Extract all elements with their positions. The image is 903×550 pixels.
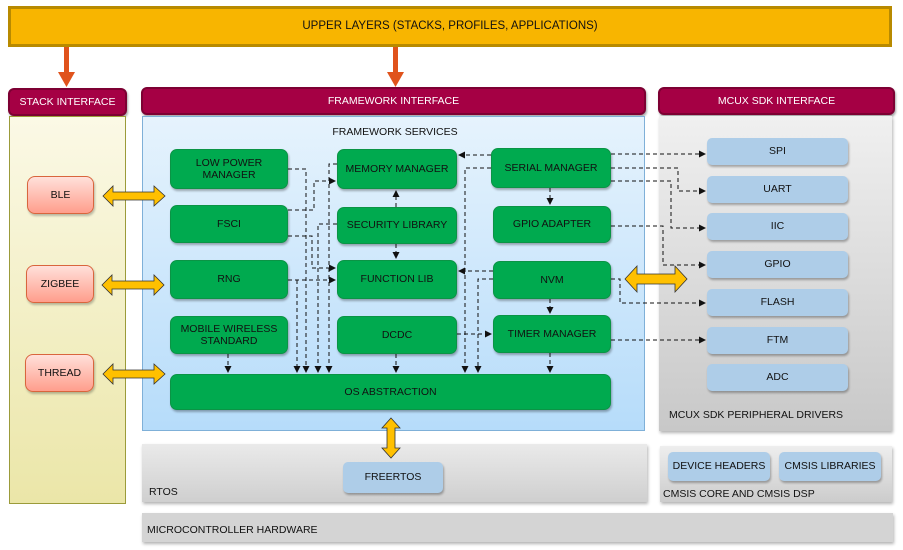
stack-item-thread: THREAD bbox=[25, 354, 94, 392]
driver-flash: FLASH bbox=[707, 289, 848, 316]
double-arrow-os-rtos bbox=[381, 417, 401, 459]
stack-item-zigbee: ZIGBEE bbox=[26, 265, 94, 303]
arrow-upper-to-stack bbox=[58, 47, 75, 87]
module-gpio-adapter: GPIO ADAPTER bbox=[493, 206, 611, 243]
link-nvm-os bbox=[474, 278, 493, 373]
link-serial-uart bbox=[611, 167, 706, 195]
mcux-sdk-interface-header: MCUX SDK INTERFACE bbox=[658, 87, 895, 115]
module-dcdc: DCDC bbox=[337, 316, 457, 354]
module-os-abstraction: OS ABSTRACTION bbox=[170, 374, 611, 410]
driver-iic: IIC bbox=[707, 213, 848, 240]
link-security-os bbox=[314, 223, 337, 373]
module-low-power-manager: LOW POWER MANAGER bbox=[170, 149, 288, 189]
mcux-sdk-drivers-title: MCUX SDK PERIPHERAL DRIVERS bbox=[669, 409, 844, 421]
upper-layers-block: UPPER LAYERS (STACKS, PROFILES, APPLICAT… bbox=[8, 6, 892, 47]
module-security-library: SECURITY LIBRARY bbox=[337, 207, 457, 244]
module-nvm: NVM bbox=[493, 261, 611, 299]
arrow-upper-to-framework bbox=[387, 47, 404, 87]
link-memory-os bbox=[325, 163, 337, 373]
double-arrow-ble bbox=[102, 185, 166, 207]
double-arrow-nvm-drivers bbox=[624, 264, 688, 294]
stack-item-ble: BLE bbox=[27, 176, 94, 214]
framework-services-title: FRAMEWORK SERVICES bbox=[332, 125, 458, 138]
framework-interface-header: FRAMEWORK INTERFACE bbox=[141, 87, 646, 115]
link-low-power-os bbox=[288, 168, 310, 373]
cmsis-libraries: CMSIS LIBRARIES bbox=[779, 452, 881, 481]
stack-interface-header: STACK INTERFACE bbox=[8, 88, 127, 116]
link-fsci-function bbox=[288, 235, 336, 272]
link-nvm-flash bbox=[611, 278, 706, 307]
driver-gpio: GPIO bbox=[707, 251, 848, 278]
module-fsci: FSCI bbox=[170, 205, 288, 243]
hardware-label: MICROCONTROLLER HARDWARE bbox=[147, 524, 318, 536]
link-fsci-memory bbox=[288, 177, 336, 211]
module-mobile-wireless-standard: MOBILE WIRELESS STANDARD bbox=[170, 316, 288, 354]
microcontroller-hardware-panel bbox=[142, 513, 893, 542]
cmsis-title: CMSIS CORE AND CMSIS DSP bbox=[663, 488, 815, 500]
double-arrow-zigbee bbox=[101, 274, 165, 296]
cmsis-device-headers: DEVICE HEADERS bbox=[668, 452, 770, 481]
module-serial-manager: SERIAL MANAGER bbox=[491, 148, 611, 188]
double-arrow-thread bbox=[102, 363, 166, 385]
rtos-freertos: FREERTOS bbox=[343, 462, 443, 493]
link-serial-os bbox=[461, 167, 491, 373]
rtos-title: RTOS bbox=[149, 486, 178, 498]
link-gpio-adapter-gpio bbox=[611, 225, 706, 269]
module-rng: RNG bbox=[170, 260, 288, 299]
driver-spi: SPI bbox=[707, 138, 848, 165]
driver-adc: ADC bbox=[707, 364, 848, 391]
driver-uart: UART bbox=[707, 176, 848, 203]
module-function-lib: FUNCTION LIB bbox=[337, 260, 457, 299]
module-memory-manager: MEMORY MANAGER bbox=[337, 149, 457, 189]
link-serial-iic bbox=[611, 180, 706, 232]
driver-ftm: FTM bbox=[707, 327, 848, 354]
module-timer-manager: TIMER MANAGER bbox=[493, 315, 611, 353]
